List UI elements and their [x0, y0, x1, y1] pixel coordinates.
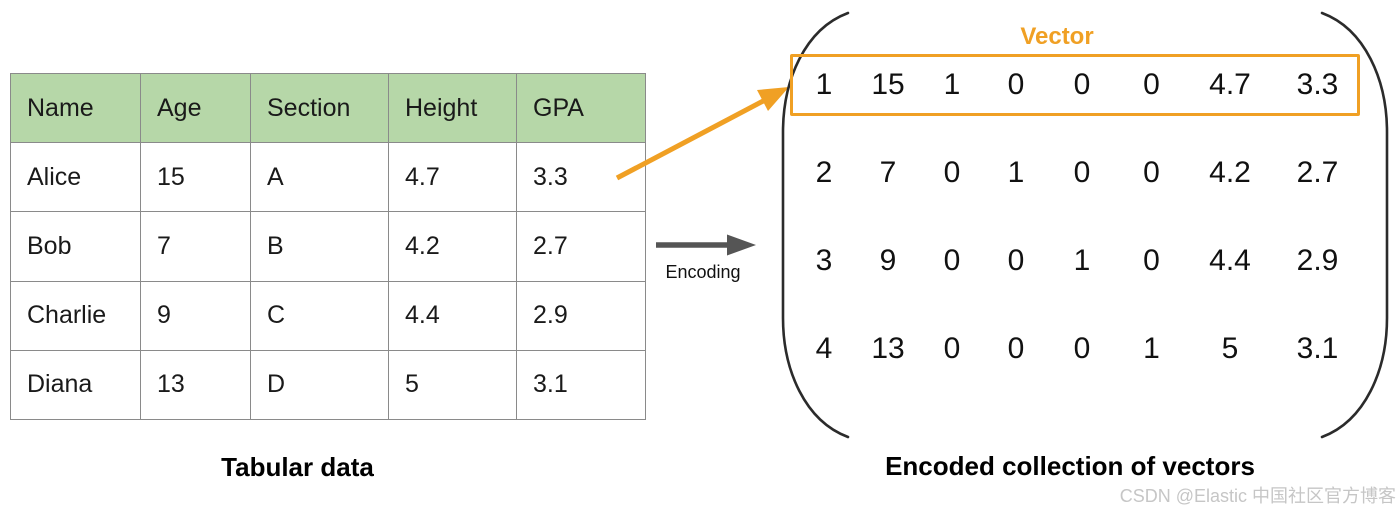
cell-name: Charlie [10, 280, 141, 351]
vector-value: 1 [1007, 156, 1025, 189]
table-row: Bob 7 B 4.2 2.7 [10, 211, 646, 282]
column-header-name: Name [10, 72, 141, 144]
cell-gpa: 2.9 [516, 280, 646, 351]
vector-value: 0 [1143, 68, 1160, 101]
cell-height: 4.4 [388, 280, 517, 351]
vector-value: 2.7 [1296, 156, 1339, 189]
cell-age: 7 [140, 211, 251, 282]
cell-section: B [250, 211, 389, 282]
vector-value: 4.2 [1209, 156, 1251, 189]
vector-row: 1 15 1 0 0 0 4.7 3.3 [793, 55, 1363, 115]
cell-gpa: 2.7 [516, 211, 646, 282]
table-row: Charlie 9 C 4.4 2.9 [10, 280, 646, 351]
cell-section: C [250, 280, 389, 351]
vector-value: 3 [815, 244, 833, 277]
vector-value: 9 [879, 244, 897, 277]
vector-value: 0 [943, 244, 961, 277]
vector-value: 0 [1073, 68, 1091, 101]
vector-value: 3.1 [1296, 332, 1339, 365]
cell-gpa: 3.1 [516, 349, 646, 421]
tabular-data-table: Name Age Section Height GPA Alice 15 A 4… [10, 72, 646, 421]
cell-section: A [250, 142, 389, 213]
vector-value: 2 [815, 156, 833, 189]
vector-row: 2 7 0 1 0 0 4.2 2.7 [793, 143, 1363, 203]
vector-value: 1 [1143, 332, 1160, 365]
vector-value: 0 [1007, 244, 1025, 277]
watermark-text: CSDN @Elastic 中国社区官方博客 [1119, 486, 1396, 506]
encoding-label: Encoding [665, 262, 741, 282]
vector-matrix: Vector 1 15 1 0 0 0 4.7 3.3 2 7 0 1 0 0 … [778, 10, 1392, 442]
encoded-vectors-caption: Encoded collection of vectors [885, 451, 1255, 481]
vector-label: Vector [1020, 23, 1094, 50]
vector-value: 1 [943, 68, 961, 101]
vector-value: 1 [815, 68, 833, 101]
cell-section: D [250, 349, 389, 421]
vector-value: 2.9 [1296, 244, 1339, 277]
cell-gpa: 3.3 [516, 142, 646, 213]
vector-value: 0 [1143, 244, 1160, 277]
vector-value: 0 [943, 332, 961, 365]
vector-value: 4 [815, 332, 833, 365]
vector-rows: 1 15 1 0 0 0 4.7 3.3 2 7 0 1 0 0 4.2 2.7… [793, 55, 1363, 379]
vector-value: 7 [879, 156, 897, 189]
cell-age: 13 [140, 349, 251, 421]
vector-value: 5 [1221, 332, 1239, 365]
encoding-arrow-icon [656, 234, 756, 256]
vector-value: 0 [1143, 156, 1160, 189]
table-row: Diana 13 D 5 3.1 [10, 349, 646, 421]
cell-age: 15 [140, 142, 251, 213]
vector-value: 3.3 [1296, 68, 1339, 101]
cell-name: Alice [10, 142, 141, 213]
cell-name: Diana [10, 349, 141, 421]
cell-age: 9 [140, 280, 251, 351]
table-header-row: Name Age Section Height GPA [10, 72, 646, 144]
column-header-gpa: GPA [516, 72, 646, 144]
cell-name: Bob [10, 211, 141, 282]
vector-value: 1 [1073, 244, 1091, 277]
right-bracket [1320, 11, 1389, 439]
table-row: Alice 15 A 4.7 3.3 [10, 142, 646, 213]
highlighted-vector-box [790, 54, 1360, 116]
vector-value: 15 [871, 68, 905, 101]
vector-value: 0 [1007, 68, 1025, 101]
cell-height: 4.2 [388, 211, 517, 282]
vector-value: 0 [943, 156, 961, 189]
vector-value: 4.7 [1209, 68, 1251, 101]
vector-row: 4 13 0 0 0 1 5 3.1 [793, 319, 1363, 379]
vector-value: 0 [1073, 332, 1091, 365]
table-to-vector-arrow-icon [615, 87, 789, 181]
tabular-data-caption: Tabular data [221, 452, 374, 482]
left-bracket [781, 11, 850, 439]
vector-row: 3 9 0 0 1 0 4.4 2.9 [793, 231, 1363, 291]
column-header-height: Height [388, 72, 517, 144]
column-header-age: Age [140, 72, 251, 144]
vector-value: 0 [1007, 332, 1025, 365]
vector-value: 0 [1073, 156, 1091, 189]
column-header-section: Section [250, 72, 389, 144]
cell-height: 5 [388, 349, 517, 421]
vector-value: 13 [871, 332, 905, 365]
vector-value: 4.4 [1209, 244, 1251, 277]
cell-height: 4.7 [388, 142, 517, 213]
